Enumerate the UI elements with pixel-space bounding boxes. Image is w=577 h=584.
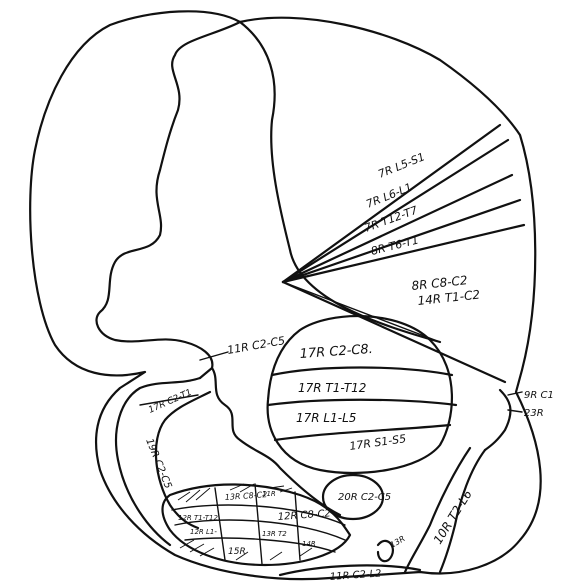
label-r17-c2-c8: 17R C2-C8.	[299, 342, 373, 362]
oval-divider-2	[268, 400, 456, 405]
label-r13-t2: 13R T2	[262, 530, 287, 538]
right-bracket	[485, 390, 510, 450]
label-r17-c2-t1: 17R C2-T1	[147, 388, 193, 416]
label-r7-l5-s1: 7R L5-S1	[376, 150, 427, 180]
upper-lobe-boundary	[240, 22, 440, 342]
label-r14: 14R	[302, 540, 316, 548]
label-r17-t1-t12: 17R T1-T12	[298, 381, 366, 395]
label-r17-l1-l5: 17R L1-L5	[296, 411, 356, 425]
fan-line-5	[283, 225, 524, 282]
label-r19-c2-c5: 19R C2-C5	[143, 437, 173, 490]
dorsal-horn-outline	[96, 22, 240, 378]
label-r23: 23R	[524, 408, 544, 419]
hatched-vertical-1	[215, 488, 225, 560]
label-r11-c2-l2: 11R C2-L2	[329, 568, 381, 583]
oval-divider-1	[272, 368, 452, 376]
leader-11r	[200, 352, 228, 360]
label-r9-c1: 9R C1	[524, 390, 554, 401]
label-r11-c2-c5: 11R C2-C5	[226, 334, 286, 357]
label-r12-lumbar: 12R L1-	[190, 528, 217, 536]
label-r12-c8-c2: 12R C8-C2	[277, 508, 331, 523]
label-r12-t1: 12R T1-T12	[178, 514, 218, 522]
label-r15: 15R	[228, 547, 246, 557]
label-r11-hatch: 11R	[262, 490, 276, 498]
label-r17-s1-s5: 17R S1-S5	[349, 432, 407, 453]
fan-line-1	[283, 125, 500, 282]
label-r13: 13R	[389, 534, 407, 550]
label-r20-c2-c5: 20R C2-C5	[338, 492, 391, 503]
label-r10-t2-l6: 10R T2-L6	[431, 487, 475, 546]
